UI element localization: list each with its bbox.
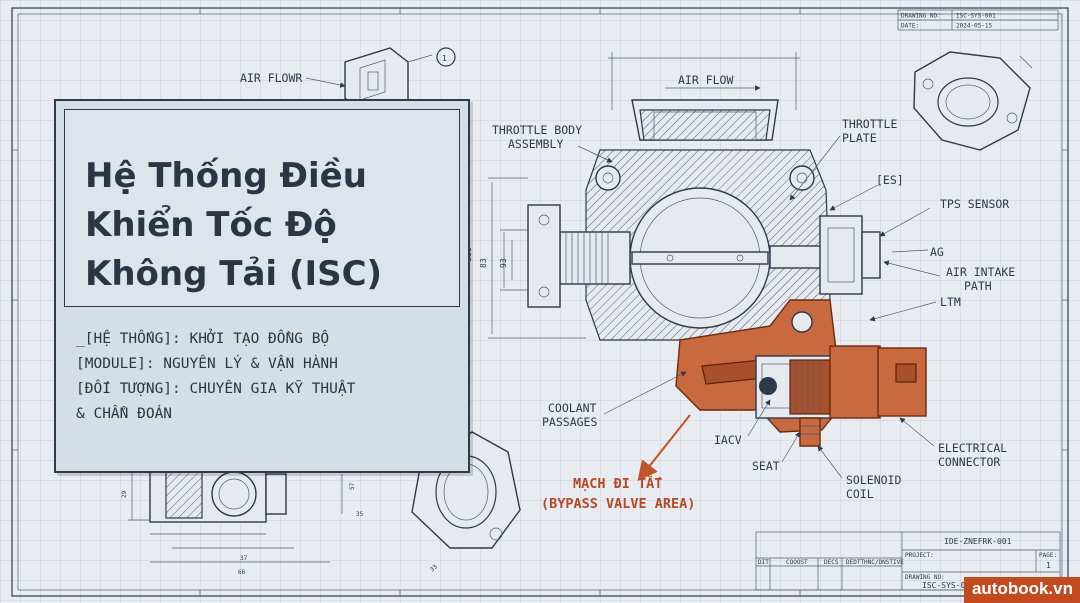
title-panel: Hệ Thống Điều Khiển Tốc Độ Không Tải (IS… <box>54 99 470 473</box>
drawing-border <box>11 7 1069 597</box>
label-bypass-2: (BYPASS VALVE AREA) <box>541 496 695 512</box>
label-throttle-body-2: ASSEMBLY <box>508 137 563 151</box>
flange-top-right <box>913 51 1033 151</box>
col-decs: DECS <box>824 559 839 566</box>
label-coolant-2: PASSAGES <box>542 415 597 429</box>
leader-lines <box>577 135 941 482</box>
label-es: [ES] <box>876 173 904 187</box>
drawing-short: ISC-SYS-00 <box>922 581 970 590</box>
meta-line-audience-cont: & CHẨN ĐOÁN <box>76 406 173 422</box>
page-no: 1 <box>1046 561 1051 570</box>
label-ltm: LTM <box>940 295 961 309</box>
page-title: Hệ Thống Điều Khiển Tốc Độ Không Tải (IS… <box>85 156 383 294</box>
col-dedtthnc: DEDTTHNC/DNSTIVE <box>846 559 904 566</box>
col-dit: DIT <box>758 559 769 566</box>
label-solenoid-1: SOLENOID <box>846 473 901 487</box>
meta-list: _[HỆ THỐNG]: KHỞI TẠO ĐỒNG BỘ [MODULE]: … <box>76 327 456 427</box>
project-code: IDE-ZNEFRK-001 <box>944 537 1012 546</box>
date-label: DATE: <box>901 23 919 30</box>
meta-line-module: [MODULE]: NGUYÊN LÝ & VẬN HÀNH <box>76 356 338 372</box>
title-block-bottom <box>755 531 1061 591</box>
label-air-intake-1: AIR INTAKE <box>946 265 1015 279</box>
dim-83: 83 <box>479 258 488 268</box>
small-throttle-view <box>128 465 343 563</box>
label-electrical-1: ELECTRICAL <box>938 441 1007 455</box>
drawing-no-label: DRAWING NO: <box>901 13 941 20</box>
label-air-flowr: AIR FLOWR <box>240 71 302 85</box>
label-throttle-body-1: THROTTLE BODY <box>492 123 582 137</box>
meta-line-system: _[HỆ THỐNG]: KHỞI TẠO ĐỒNG BỘ <box>76 331 330 347</box>
callout-number: 1 <box>442 54 447 63</box>
label-solenoid-2: COIL <box>846 487 874 501</box>
project-label: PROJECT: <box>905 552 934 559</box>
dim-37: 37 <box>240 555 248 562</box>
label-throttle-plate-2: PLATE <box>842 131 877 145</box>
label-air-flow: AIR FLOW <box>678 73 733 87</box>
label-air-intake-2: PATH <box>964 279 992 293</box>
label-ag: AG <box>930 245 944 259</box>
drawing-label: DRAWING NO: <box>905 574 945 581</box>
title-block-top: DRAWING NO: ISC-SYS-001 DATE: 2024-05-15 <box>897 9 1059 31</box>
page-label: PAGE: <box>1039 552 1057 559</box>
col-cooost: COOOST <box>786 559 808 566</box>
bypass-valve-area <box>675 299 927 447</box>
dim-33: 33 <box>429 563 439 573</box>
label-bypass-1: MẠCH ĐI TẮT <box>573 474 662 492</box>
label-coolant-1: COOLANT <box>548 401 597 415</box>
drawing-no-value: ISC-SYS-001 <box>956 13 996 20</box>
label-throttle-plate-1: THROTTLE <box>842 117 897 131</box>
label-tps-sensor: TPS SENSOR <box>940 197 1009 211</box>
label-iacv: IACV <box>714 433 742 447</box>
dim-35: 35 <box>356 511 364 518</box>
dim-66: 66 <box>238 569 246 576</box>
title-box: Hệ Thống Điều Khiển Tốc Độ Không Tải (IS… <box>64 109 460 307</box>
dim-93: 93 <box>499 258 508 268</box>
watermark-badge: autobook.vn <box>963 577 1080 603</box>
throttle-body <box>488 52 881 341</box>
dim-29: 29 <box>121 490 128 498</box>
meta-line-audience: [ĐỐI TƯỢNG]: CHUYÊN GIA KỸ THUẬT <box>76 381 356 397</box>
label-electrical-2: CONNECTOR <box>938 455 1000 469</box>
dim-57: 57 <box>349 482 356 490</box>
label-seat: SEAT <box>752 459 780 473</box>
date-value: 2024-05-15 <box>956 23 993 30</box>
